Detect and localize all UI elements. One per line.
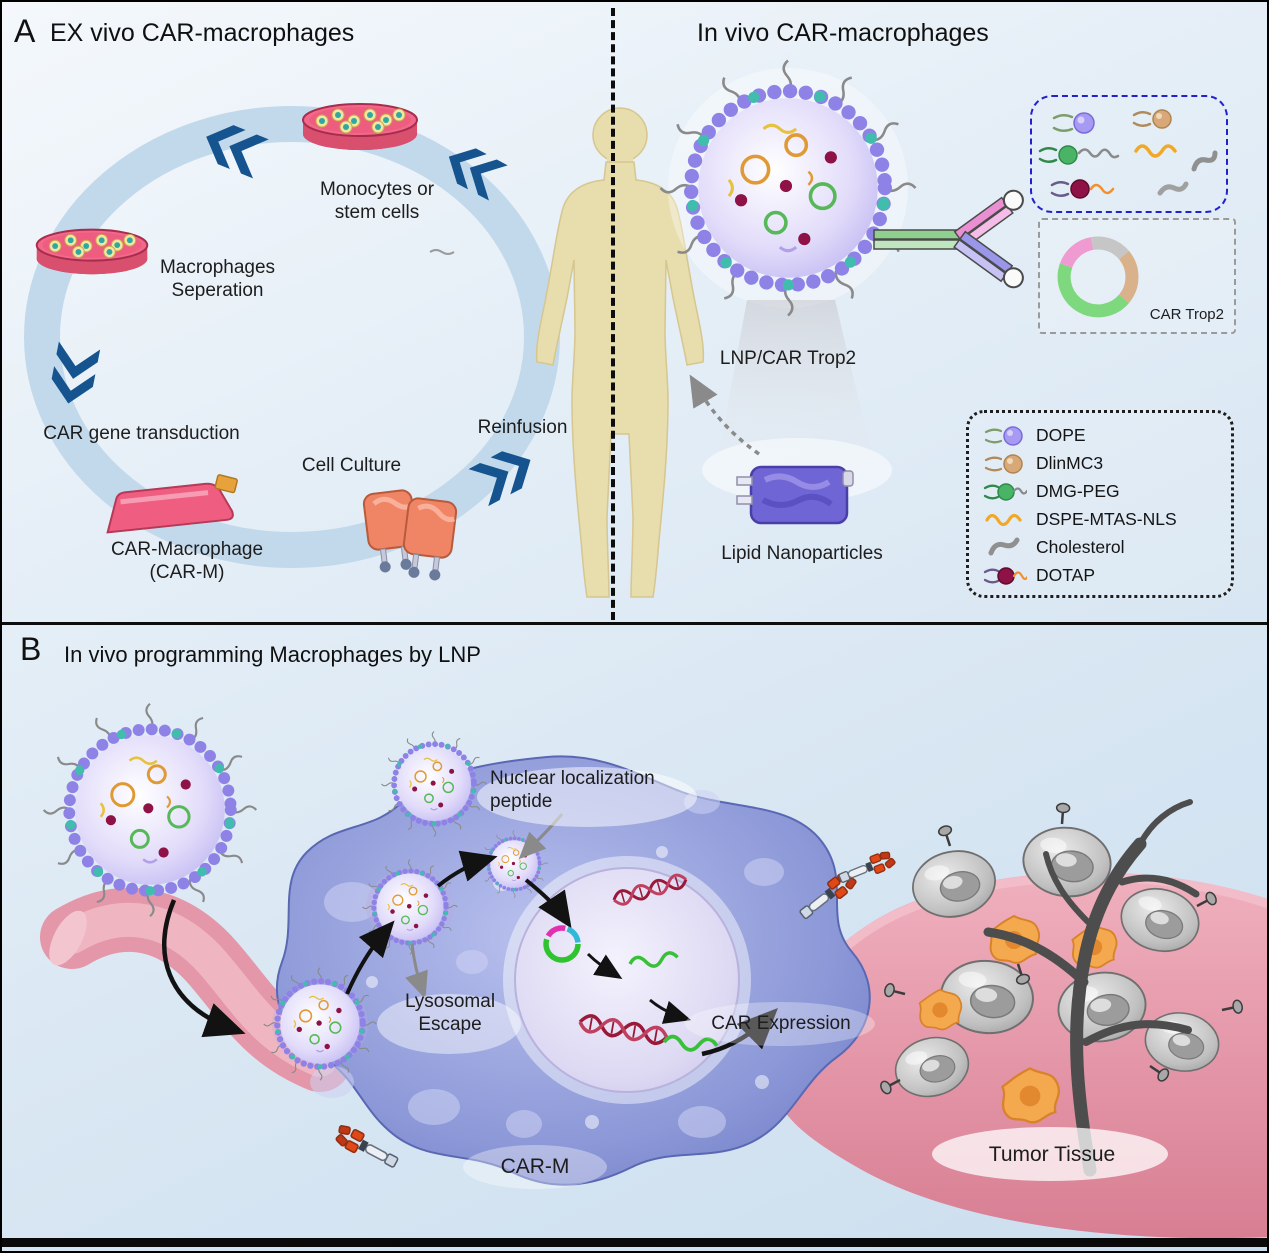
legend-label-cholesterol: Cholesterol [1036, 537, 1125, 557]
label-car-expression: CAR Expression [711, 1013, 851, 1034]
figure-bottom-bar [2, 1238, 1267, 1247]
label-lipid-nanoparticles: Lipid Nanoparticles [721, 543, 883, 564]
arrow-stage-2 [436, 850, 498, 888]
label-car-m: CAR-M [500, 1155, 570, 1178]
label-macrophages-separation: Macrophages Seperation [159, 257, 276, 302]
dmg-peg-icon [1038, 145, 1120, 165]
label-car-macrophage: CAR-Macrophage (CAR-M) [110, 539, 264, 584]
arrow-car-expression [701, 1008, 778, 1057]
cell-culture-bag-right [400, 497, 457, 582]
legend-row-dope: DOPE [983, 422, 1221, 449]
arrow-stage-1 [345, 920, 395, 995]
dmg-peg-lipid-icon [983, 482, 1027, 501]
panel-b-title: In vivo programming Macrophages by LNP [64, 642, 481, 667]
car-trop2-plasmid [1057, 236, 1139, 318]
dspe-mtas-nls-icon [1134, 144, 1177, 158]
legend-label-dotap: DOTAP [1036, 565, 1095, 585]
dotap-icon [1050, 179, 1115, 199]
panel-divider-vertical [611, 8, 615, 620]
car-trop2-plasmid-box: CAR Trop2 [1038, 218, 1236, 334]
lipid-legend: DOPE DlinMC3 DMG-PEG DSPE-MTAS-NLS Chole… [966, 410, 1234, 598]
lipid-components-icons [1038, 109, 1218, 199]
arrow-translation [649, 998, 692, 1024]
label-lnp-car-trop2: LNP/CAR Trop2 [719, 348, 857, 369]
arrow-lnp-into-vessel [161, 899, 246, 1038]
in-vivo-side [661, 61, 1024, 525]
panel-a-title-right: In vivo CAR-macrophages [697, 19, 989, 47]
panel-a-title-left: EX vivo CAR-macrophages [50, 19, 355, 47]
cholesterol-icon [1191, 150, 1218, 172]
tumor-vasculature [983, 799, 1200, 1177]
projection-beam [717, 300, 874, 464]
panel-divider-horizontal [2, 622, 1267, 625]
dope-icon [1052, 112, 1095, 134]
lipid-components-box [1030, 95, 1228, 213]
label-monocytes: Monocytes or stem cells [319, 179, 435, 224]
dotap-lipid-icon [983, 566, 1027, 585]
label-car-gene-transduction: CAR gene transduction [43, 423, 240, 444]
label-nuclear-localization-peptide: Nuclear localization peptide [490, 768, 655, 813]
lnp-particle-free [44, 704, 257, 917]
legend-row-dlinmc3: DlinMC3 [983, 450, 1221, 477]
arrow-into-nucleus [524, 878, 572, 929]
lnp-particle-large [661, 61, 916, 316]
culture-flask [106, 474, 238, 534]
panel-b-scene [42, 704, 1267, 1239]
cholesterol-icon [988, 537, 1020, 555]
panel-b-letter: B [20, 631, 42, 667]
lipid-nanoparticle-bag [736, 465, 854, 525]
arrow-lysosomal-label [405, 943, 428, 1000]
legend-label-dspe: DSPE-MTAS-NLS [1036, 509, 1177, 529]
legend-label-dlinmc3: DlinMC3 [1036, 453, 1104, 473]
dspe-mtas-nls-icon [985, 513, 1022, 526]
legend-row-cholesterol: Cholesterol [983, 534, 1221, 561]
label-reinfusion: Reinfusion [477, 417, 568, 438]
dlinmc3-lipid-icon [984, 453, 1023, 474]
label-tumor-tissue: Tumor Tissue [988, 1143, 1116, 1166]
legend-label-dmg-peg: DMG-PEG [1036, 481, 1120, 501]
label-cell-culture: Cell Culture [301, 455, 402, 476]
injection-arrow [689, 374, 761, 456]
label-lysosomal-escape: Lysosomal Escape [404, 991, 496, 1036]
legend-label-dope: DOPE [1036, 425, 1086, 445]
monocytes-dish [302, 103, 418, 151]
arrow-transcription [586, 952, 623, 979]
label-car-trop2-plasmid: CAR Trop2 [1149, 306, 1224, 323]
legend-row-dotap: DOTAP [983, 562, 1221, 589]
cholesterol-icon-2 [1157, 181, 1189, 196]
car-receptor-membrane-2 [836, 848, 898, 888]
legend-row-dspe: DSPE-MTAS-NLS [983, 506, 1221, 533]
legend-row-dmg-peg: DMG-PEG [983, 478, 1221, 505]
macrophage-dish [35, 228, 149, 276]
dlinmc3-icon [1132, 109, 1172, 129]
ex-vivo-cycle [24, 103, 560, 582]
tumor-tissue-cluster [877, 799, 1245, 1181]
plasmid-ring [543, 925, 581, 963]
car-antibody-construct [873, 189, 1024, 289]
dope-lipid-icon [984, 425, 1023, 446]
panel-a-letter: A [14, 13, 36, 49]
small-squiggle [429, 249, 455, 255]
